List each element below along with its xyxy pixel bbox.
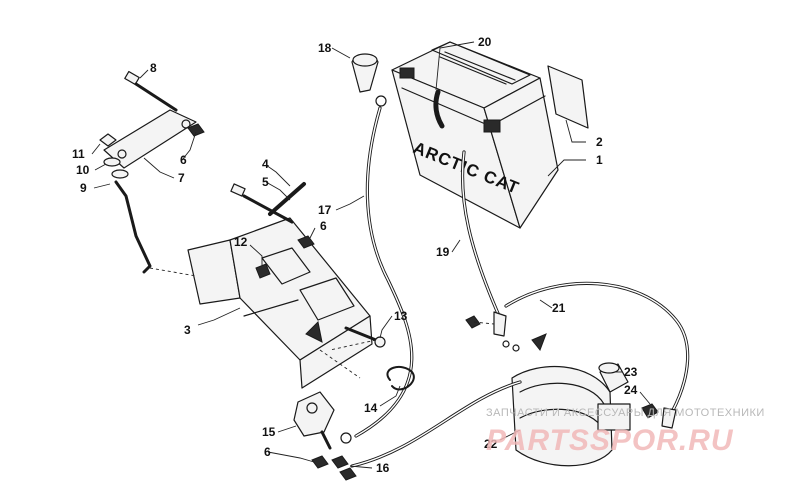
j-rod <box>114 180 152 274</box>
callout-19: 19 <box>436 245 450 259</box>
watermark: ЗАПЧАСТИ И АКСЕССУАРЫ ДЛЯ МОТОТЕХНИКИ PA… <box>486 407 765 457</box>
battery-rim-line <box>401 87 491 127</box>
alignment-line <box>319 349 361 379</box>
relay-nut <box>311 455 329 469</box>
battery-top-label <box>431 41 531 85</box>
callout-15: 15 <box>262 425 276 439</box>
alignment-line <box>329 339 377 351</box>
bracket-cutout <box>299 277 355 321</box>
callout-8: 8 <box>150 61 157 75</box>
callout-2: 2 <box>596 135 603 149</box>
well-nut <box>255 263 271 279</box>
battery-terminal-negative <box>399 67 415 79</box>
starter-solenoid <box>511 366 631 467</box>
spacer-sleeve <box>268 182 306 216</box>
direction-arrow <box>531 333 547 351</box>
bracket-lip <box>299 315 373 389</box>
callout-6: 6 <box>320 219 327 233</box>
bracket-cutout <box>261 247 311 285</box>
bolt <box>124 70 178 112</box>
callout-18: 18 <box>318 41 332 55</box>
washer <box>103 157 121 167</box>
positive-cable <box>460 150 507 337</box>
callout-3: 3 <box>184 323 191 337</box>
callout-23: 23 <box>624 365 638 379</box>
callout-16: 16 <box>376 461 390 475</box>
screw <box>344 326 386 348</box>
negative-cable <box>340 95 414 444</box>
bracket-arrow-mark <box>305 320 323 343</box>
battery-label-line <box>439 56 507 85</box>
lock-nut <box>187 123 205 137</box>
cable-washer <box>512 344 520 352</box>
leader-lines <box>91 41 651 469</box>
watermark-site: PARTSSPOR.RU <box>486 424 734 457</box>
callout-5: 5 <box>262 175 269 189</box>
lock-washer <box>111 169 129 179</box>
callout-10: 10 <box>76 163 90 177</box>
callout-20: 20 <box>478 35 492 49</box>
callout-9: 9 <box>80 181 87 195</box>
battery-vent-tube <box>433 89 445 129</box>
wing-nut <box>99 133 117 147</box>
callout-4: 4 <box>262 157 269 171</box>
battery-side-face <box>483 77 559 229</box>
cable-nut <box>465 315 481 329</box>
watermark-caption: ЗАПЧАСТИ И АКСЕССУАРЫ ДЛЯ МОТОТЕХНИКИ <box>486 407 765 419</box>
callout-6: 6 <box>180 153 187 167</box>
alignment-line <box>149 267 197 277</box>
bracket-nut <box>297 235 315 249</box>
callout-13: 13 <box>394 309 408 323</box>
bracket-edge <box>243 299 299 317</box>
battery-label-line <box>444 51 516 81</box>
callout-numbers: 1 2 3 4 5 6 6 6 7 8 9 10 11 12 13 14 15 … <box>72 35 638 475</box>
solenoid-terminal-block <box>597 403 631 431</box>
callout-7: 7 <box>178 171 185 185</box>
callout-22: 22 <box>484 437 498 451</box>
terminal-boot <box>351 53 379 93</box>
callout-1: 1 <box>596 153 603 167</box>
cable-washer <box>502 340 510 348</box>
callout-11: 11 <box>72 147 85 161</box>
callout-24: 24 <box>624 383 638 397</box>
callout-14: 14 <box>364 401 378 415</box>
terminal-nut <box>641 403 659 419</box>
starter-cable <box>504 281 690 429</box>
callout-6: 6 <box>264 445 271 459</box>
terminal-nut-small <box>331 455 349 469</box>
relay-switch <box>293 391 335 450</box>
bracket-bolt <box>230 183 294 224</box>
battery-terminal-positive <box>483 119 501 133</box>
callout-21: 21 <box>552 301 566 315</box>
callout-12: 12 <box>234 235 248 249</box>
callout-17: 17 <box>318 203 332 217</box>
terminal-nut-small <box>339 467 357 481</box>
battery-pad <box>547 65 589 129</box>
battery-bracket <box>187 217 373 389</box>
battery: ARCTIC CAT <box>391 41 559 229</box>
cable-clamp <box>386 365 415 391</box>
terminal-cap <box>598 362 629 393</box>
